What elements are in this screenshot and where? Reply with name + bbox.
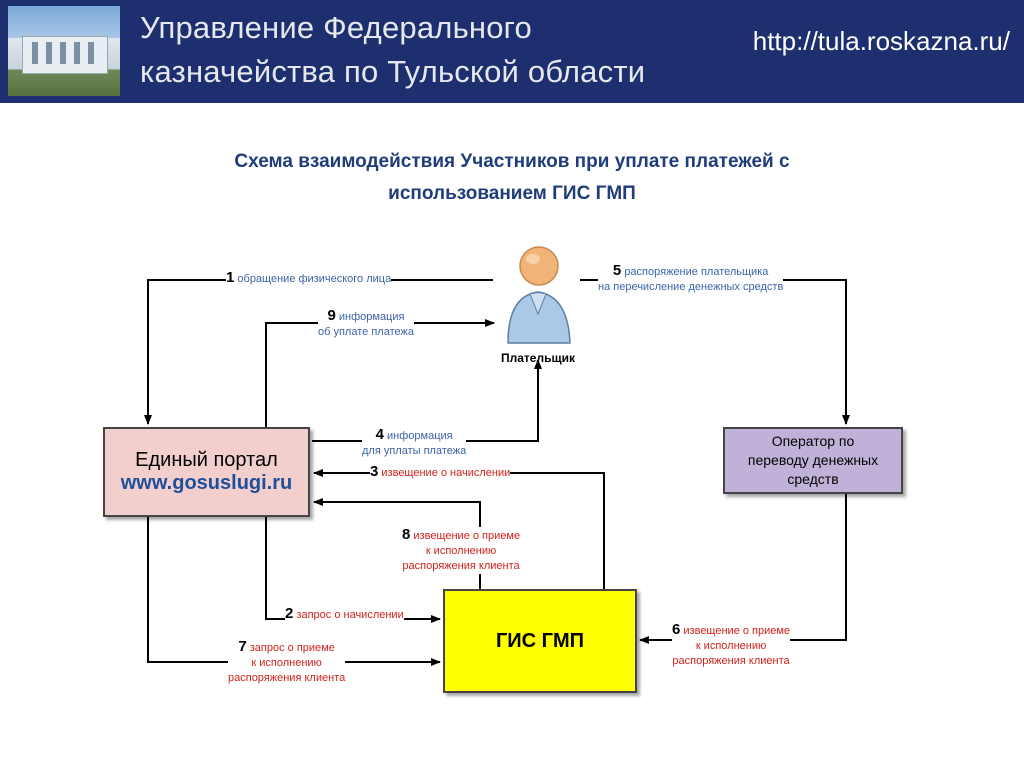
flow-6-number: 6 xyxy=(672,621,681,638)
flow-2-text: запрос о начислении xyxy=(296,609,404,621)
payer-label: Плательщик xyxy=(501,351,575,365)
flow-9-line xyxy=(265,319,495,427)
operator-box: Оператор по переводу денежных средств xyxy=(723,427,903,494)
flow-9-number: 9 xyxy=(327,307,336,324)
header-title-line1: Управление Федерального xyxy=(140,10,532,45)
header-title-line2: казначейства по Тульской области xyxy=(140,54,646,89)
operator-line3: средств xyxy=(787,471,839,487)
flow-5-line xyxy=(580,279,850,425)
diagram-title: Схема взаимодействия Участников при упла… xyxy=(112,146,912,210)
flow-3-number: 3 xyxy=(370,463,379,480)
flow-5-number: 5 xyxy=(612,262,622,279)
flow-8-number: 8 xyxy=(402,526,411,543)
flow-2-label: 2 запрос о начислении xyxy=(285,606,404,623)
flow-4-text-1: информация xyxy=(387,430,453,442)
flow-5-text-1: распоряжение плательщика xyxy=(624,266,769,278)
flow-6-line xyxy=(639,494,847,644)
flow-1-number: 1 xyxy=(226,269,235,286)
flow-6-text-2: к исполнению xyxy=(695,640,767,652)
flow-7-label: 7 запрос о приеме к исполнению распоряже… xyxy=(228,638,346,686)
header-title: Управление Федерального казначейства по … xyxy=(140,6,710,94)
flow-4-number: 4 xyxy=(375,426,384,443)
header-url: http://tula.roskazna.ru/ xyxy=(752,26,1010,56)
flow-1-label: 1 обращение физического лица xyxy=(226,269,392,287)
diagram-title-line1: Схема взаимодействия Участников при упла… xyxy=(234,151,790,172)
flow-1-text: обращение физического лица xyxy=(237,273,392,285)
gis-gmp-box: ГИС ГМП xyxy=(443,589,637,693)
portal-box: Единый портал www.gosuslugi.ru xyxy=(103,427,310,517)
portal-url: www.gosuslugi.ru xyxy=(120,472,293,494)
flow-6-text-3: распоряжения клиента xyxy=(672,655,790,667)
flow-2-number: 2 xyxy=(285,605,294,622)
flow-7-text-2: к исполнению xyxy=(251,657,322,669)
flow-5-label: 5 распоряжение плательщика на перечислен… xyxy=(598,262,784,295)
flow-1-line xyxy=(144,279,493,425)
flow-8-text-2: к исполнению xyxy=(425,545,497,557)
building-photo xyxy=(8,6,120,96)
gis-gmp-label: ГИС ГМП xyxy=(495,629,585,652)
flow-9-text-2: об уплате платежа xyxy=(318,326,414,338)
flow-7-text-1: запрос о приеме xyxy=(249,642,335,654)
portal-name: Единый портал xyxy=(135,449,278,471)
flow-4-label: 4 информация для уплаты платежа xyxy=(362,426,467,459)
flow-5-text-2: на перечисление денежных средств xyxy=(598,281,784,293)
flow-7-number: 7 xyxy=(238,638,247,655)
operator-line1: Оператор по xyxy=(771,433,855,449)
flow-3-text: извещение о начислении xyxy=(381,467,511,479)
flow-6-label: 6 извещение о приеме к исполнению распор… xyxy=(672,621,791,669)
building-window xyxy=(88,42,94,64)
building-window xyxy=(46,42,52,64)
flow-8-label: 8 извещение о приеме к исполнению распор… xyxy=(402,526,521,574)
header-banner: Управление Федерального казначейства по … xyxy=(0,0,1024,103)
operator-line2: переводу денежных xyxy=(747,452,879,468)
diagram-title-line2: использованием ГИС ГМП xyxy=(388,183,636,204)
flow-9-text-1: информация xyxy=(338,311,405,323)
flow-8-text-1: извещение о приеме xyxy=(413,530,521,542)
building-window xyxy=(60,42,66,64)
building-window xyxy=(32,42,38,64)
flow-9-label: 9 информация об уплате платежа xyxy=(318,308,414,340)
flow-6-text-1: извещение о приеме xyxy=(683,625,791,637)
flow-7-text-3: распоряжения клиента xyxy=(228,672,346,684)
flow-4-text-2: для уплаты платежа xyxy=(362,445,467,457)
flow-3-label: 3 извещение о начислении xyxy=(370,463,511,481)
flow-8-text-3: распоряжения клиента xyxy=(402,560,520,572)
person-icon xyxy=(507,246,571,344)
building-window xyxy=(74,42,80,64)
